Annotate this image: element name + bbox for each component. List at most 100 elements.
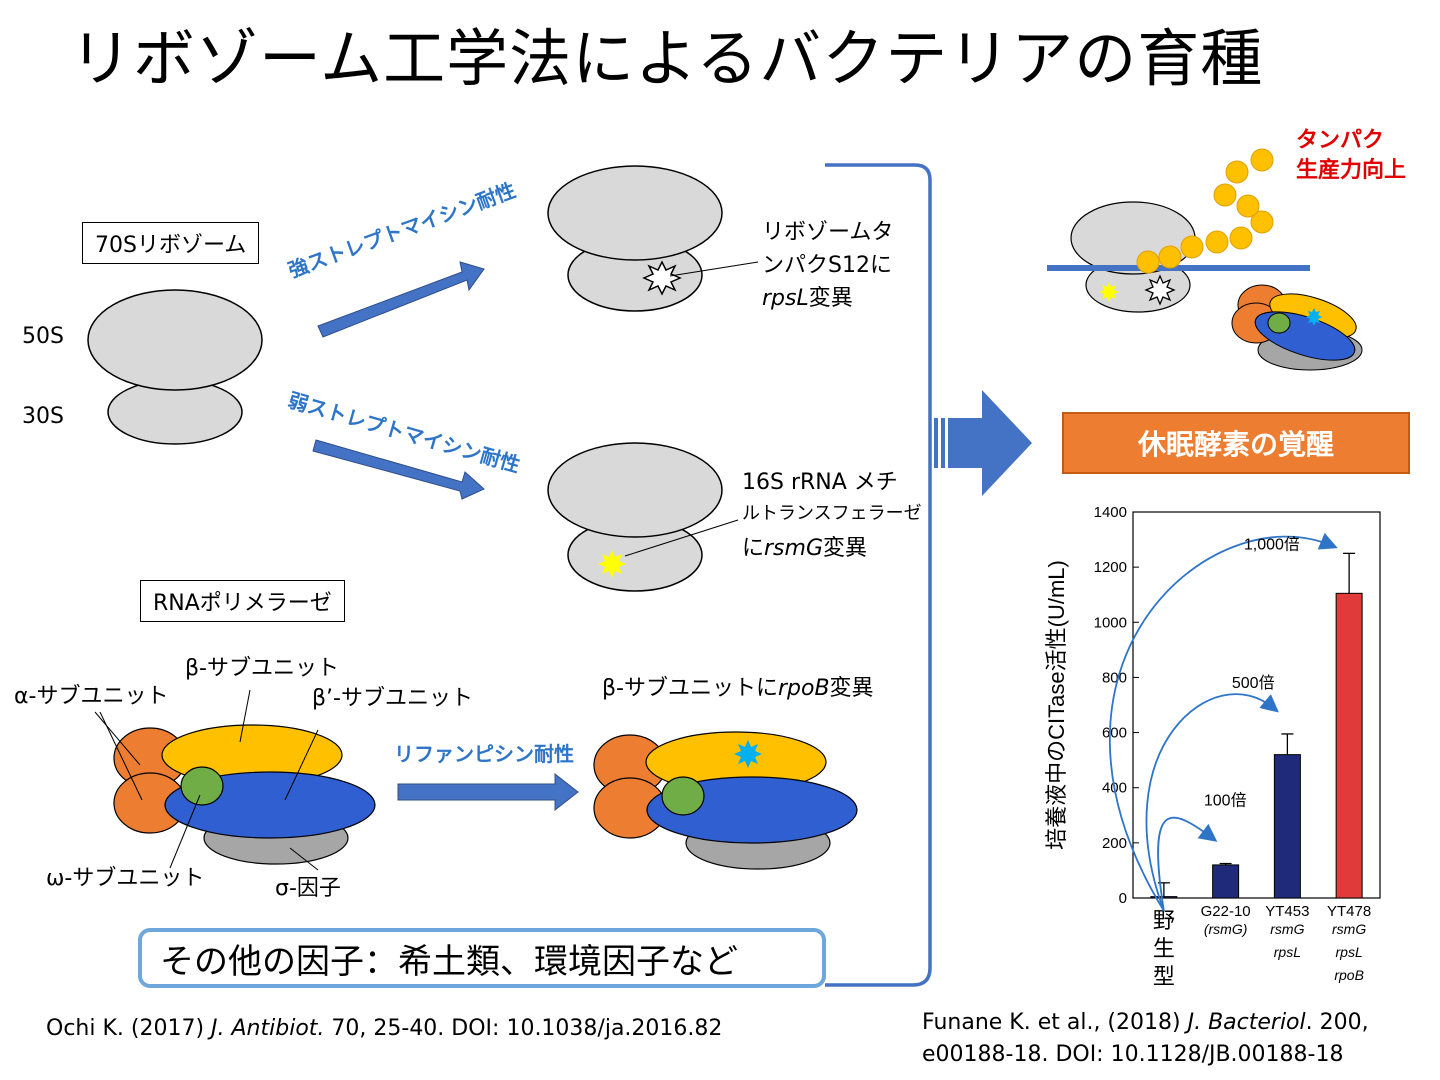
protein-bead <box>1213 183 1237 207</box>
alpha-subunit-label: α-サブユニット <box>14 684 169 709</box>
ref2-suffix: . 200, <box>1305 1010 1369 1035</box>
reference-ochi: Ochi K. (2017) J. Antibiot. 70, 25-40. D… <box>46 1016 722 1042</box>
y-tick-label: 1400 <box>1094 504 1127 521</box>
ref1-journal: J. Antibiot. <box>211 1016 325 1041</box>
category-sublabel: rsmG <box>1332 921 1366 937</box>
omega-subunit-label: ω-サブユニット <box>46 866 205 891</box>
category-sublabel: rsmG <box>1270 921 1304 937</box>
beta-subunit-label: β-サブユニット <box>185 656 339 681</box>
ref1-suffix: 70, 25-40. DOI: 10.1038/ja.2016.82 <box>324 1016 723 1041</box>
page-title: リボゾーム工学法によるバクテリアの育種 <box>70 22 1264 95</box>
rpsl-note-line1: リボゾームタ <box>762 220 894 245</box>
strong-resistance-arrow <box>317 261 485 338</box>
category-sublabel: (rsmG) <box>1204 921 1248 937</box>
rifampicin-arrow <box>397 772 579 812</box>
protein-bead <box>1158 245 1182 269</box>
rifampicin-label: リファンピシン耐性 <box>394 742 574 766</box>
beta-pointer-line <box>239 689 251 743</box>
fold-label-1: 100倍 <box>1204 792 1247 810</box>
y-tick-label: 1200 <box>1094 559 1127 576</box>
rsmg-suffix: 変異 <box>823 536 868 561</box>
weak-resistance-arrow <box>312 439 485 500</box>
protein-production-label: タンパク 生産力向上 <box>1296 126 1406 185</box>
rsmg-note-line3: にrsmG変異 <box>742 536 867 562</box>
category-sublabel: rpsL <box>1336 944 1363 960</box>
omega-pointer-line <box>169 794 201 869</box>
enzyme-awakening-box: 休眠酵素の覚醒 <box>1062 412 1410 474</box>
category-label-3: YT453 <box>1265 903 1309 920</box>
rpsl-gene-name: rpsL <box>762 286 809 311</box>
ref1-prefix: Ochi K. (2017) <box>46 1016 212 1041</box>
rpsl-note-line3: rpsL変異 <box>762 286 853 312</box>
y-tick-label: 800 <box>1102 669 1127 686</box>
category-label-1: 野 <box>1153 908 1175 933</box>
grouping-bracket <box>825 163 932 987</box>
active-rpsl-burst <box>1144 274 1176 306</box>
category-label-1: 型 <box>1153 964 1175 989</box>
ribosome-50s-shape <box>87 289 263 391</box>
other-factors-box: その他の因子：希土類、環境因子など <box>138 928 826 988</box>
alpha-pointer-line-2 <box>99 711 143 801</box>
main-arrow-stripe-2 <box>941 418 945 468</box>
ref2-prefix: Funane K. et al., (2018) <box>922 1010 1188 1035</box>
active-rsmg-burst <box>1099 282 1119 302</box>
ribosome-box-label: 70Sリボゾーム <box>82 222 260 264</box>
chart-frame <box>1132 511 1381 899</box>
rpsl-suffix: 変異 <box>808 286 853 311</box>
category-label-1: 生 <box>1153 936 1175 961</box>
protein-bead <box>1250 210 1274 234</box>
ribosome-rsmg-50s-shape <box>547 442 723 538</box>
rpsl-pointer-line <box>669 261 759 277</box>
protein-bead <box>1225 160 1249 184</box>
rpob-mutation-burst <box>734 740 762 768</box>
reference-funane-line1: Funane K. et al., (2018) J. Bacteriol. 2… <box>922 1010 1369 1036</box>
ribosome-rpsl-50s-shape <box>547 165 723 261</box>
bar-3 <box>1273 754 1301 899</box>
alpha-pointer-line-1 <box>94 711 141 766</box>
rsmg-gene-name: rsmG <box>764 536 824 561</box>
fold-arrow-3 <box>1108 532 1338 912</box>
reference-funane-line2: e00188-18. DOI: 10.1128/JB.00188-18 <box>922 1042 1344 1067</box>
y-tick-label: 0 <box>1119 890 1127 907</box>
rpsl-note-line2: ンパクS12に <box>762 253 892 278</box>
fold-arrow-2 <box>1145 693 1279 912</box>
category-sublabel: rpoB <box>1334 967 1364 983</box>
protein-bead <box>1229 226 1253 250</box>
mutant-omega-shape <box>661 776 705 816</box>
rpob-suffix: 変異 <box>829 676 874 701</box>
y-tick-label: 1000 <box>1094 614 1127 631</box>
citase-chart: 0200400600800100012001400培養液中のCITase活性(U… <box>1044 504 1381 989</box>
category-label-4: YT478 <box>1327 903 1371 920</box>
sigma-pointer-line <box>289 847 319 871</box>
bar-4 <box>1335 592 1363 899</box>
fold-arrow-1 <box>1157 816 1218 911</box>
fold-label-2: 500倍 <box>1232 674 1275 692</box>
protein-bead <box>1236 194 1260 218</box>
protein-bead <box>1136 250 1160 274</box>
ref2-journal: J. Bacteriol <box>1187 1010 1306 1035</box>
rsmg-note-line1: 16S rRNA メチ <box>742 470 898 495</box>
sigma-factor-label: σ-因子 <box>275 876 341 901</box>
active-rpob-burst <box>1306 308 1322 326</box>
omega-subunit-shape <box>180 766 224 806</box>
label-30s: 30S <box>22 404 64 429</box>
rsmg-pointer-line <box>624 519 739 557</box>
beta-prime-subunit-label: β’-サブユニット <box>312 686 473 711</box>
protein-production-line1: タンパク <box>1296 128 1385 153</box>
protein-bead <box>1250 148 1274 172</box>
category-label-2: G22-10 <box>1201 903 1251 920</box>
fold-label-3: 1,000倍 <box>1244 535 1300 553</box>
protein-production-line2: 生産力向上 <box>1296 157 1407 183</box>
protein-chain <box>1136 148 1274 274</box>
main-arrow-stripe-1 <box>934 418 938 468</box>
bar-2 <box>1212 864 1240 899</box>
rpob-prefix: β-サブユニットに <box>602 676 778 701</box>
polymerase-box-label: RNAポリメラーゼ <box>140 580 345 622</box>
beta-prime-pointer-line <box>284 729 319 801</box>
rpob-note: β-サブユニットにrpoB変異 <box>602 676 874 702</box>
category-sublabel: rpsL <box>1274 944 1301 960</box>
rpob-gene-name: rpoB <box>777 676 830 701</box>
rsmg-prefix: に <box>742 536 765 561</box>
